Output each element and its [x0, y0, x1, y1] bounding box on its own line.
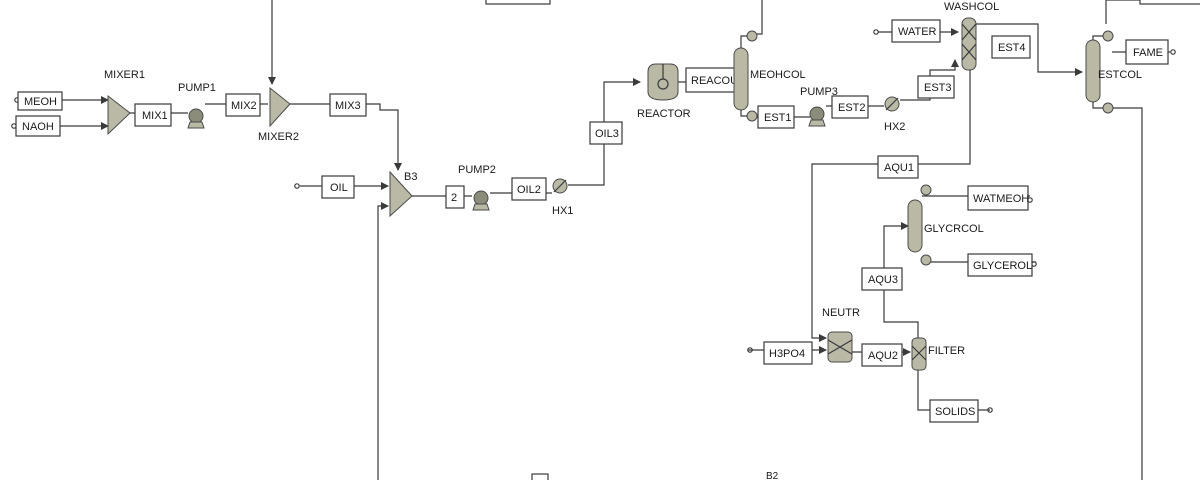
stream-solids-label: SOLIDS: [935, 406, 975, 418]
hx2-label: HX2: [884, 121, 905, 133]
stream-oil2-label: OIL2: [517, 184, 541, 196]
filter-label: FILTER: [928, 345, 965, 357]
glycrcol-label: GLYCRCOL: [924, 223, 984, 235]
stream-naoh-label: NAOH: [22, 121, 54, 133]
stream-watmeoh[interactable]: WATMEOH: [967, 185, 1029, 211]
pump2-label: PUMP2: [458, 164, 496, 176]
stream-watmeoh-label: WATMEOH: [973, 193, 1029, 205]
stream-oil[interactable]: OIL: [321, 175, 355, 199]
stream-est4[interactable]: EST4: [991, 35, 1031, 59]
estcol-column[interactable]: ESTCOL: [1085, 30, 1142, 114]
stream-aqu3-label: AQU3: [868, 274, 898, 286]
stream-mix1-label: MIX1: [142, 110, 168, 122]
washcol-column[interactable]: WASHCOL: [944, 1, 999, 71]
mixer-b3[interactable]: B3: [389, 170, 417, 218]
stream-mix3[interactable]: MIX3: [329, 93, 367, 117]
stream-water-label: WATER: [898, 26, 937, 38]
stream-est4-label: EST4: [998, 42, 1026, 54]
stream-meoh[interactable]: MEOH: [17, 91, 63, 111]
b3-label: B3: [404, 171, 417, 183]
washcol-label: WASHCOL: [944, 1, 999, 13]
mixer1[interactable]: MIXER1: [104, 69, 145, 136]
stream-aqu2[interactable]: AQU2: [861, 343, 903, 367]
mixer2[interactable]: MIXER2: [258, 86, 299, 143]
neutr-label: NEUTR: [822, 307, 860, 319]
stream-terminals: [11, 29, 1176, 413]
meohcol-label: MEOHCOL: [750, 69, 806, 81]
stream-mix2[interactable]: MIX2: [225, 93, 261, 117]
stream-fame[interactable]: FAME: [1125, 39, 1169, 65]
b2-label: B2: [766, 471, 779, 480]
stream-lines: [60, 0, 1200, 480]
stream-aqu1-label: AQU1: [884, 162, 914, 174]
stream-mix2-label: MIX2: [231, 100, 257, 112]
stream-h3po4[interactable]: H3PO4: [763, 341, 813, 365]
stream-oil3[interactable]: OIL3: [589, 121, 623, 145]
pump1[interactable]: PUMP1: [178, 82, 216, 129]
stream-oil-label: OIL: [330, 182, 348, 194]
hx1-label: HX1: [552, 205, 573, 217]
stream-box-partial-top-right[interactable]: [1139, 0, 1200, 5]
stream-box-partial-top[interactable]: [485, 0, 551, 5]
stream-fame-label: FAME: [1133, 47, 1163, 59]
stream-2-label: 2: [451, 192, 457, 204]
stream-glycerol[interactable]: GLYCEROL: [967, 253, 1033, 277]
stream-est3-label: EST3: [924, 82, 952, 94]
stream-h3po4-label: H3PO4: [769, 348, 805, 360]
stream-box-partial-bottom[interactable]: [531, 473, 549, 480]
mixer1-label: MIXER1: [104, 69, 145, 81]
meohcol-column[interactable]: MEOHCOL: [733, 30, 806, 122]
stream-naoh[interactable]: NAOH: [15, 115, 61, 137]
stream-mix3-label: MIX3: [335, 100, 361, 112]
reactor[interactable]: REACTOR: [637, 63, 691, 120]
heat-exchanger-hx1[interactable]: HX1: [552, 178, 573, 217]
pump2[interactable]: PUMP2: [458, 164, 496, 211]
pump3[interactable]: PUMP3: [800, 86, 838, 127]
stream-oil3-label: OIL3: [595, 128, 619, 140]
block-b2[interactable]: B2: [766, 471, 779, 480]
stream-est2-label: EST2: [838, 102, 866, 114]
pump3-label: PUMP3: [800, 86, 838, 98]
estcol-label: ESTCOL: [1098, 69, 1142, 81]
mixer2-label: MIXER2: [258, 131, 299, 143]
stream-glycerol-label: GLYCEROL: [973, 260, 1032, 272]
pump1-label: PUMP1: [178, 82, 216, 94]
stream-2[interactable]: 2: [445, 185, 465, 209]
stream-est2[interactable]: EST2: [831, 95, 869, 119]
stream-solids[interactable]: SOLIDS: [929, 399, 979, 423]
stream-water[interactable]: WATER: [891, 19, 941, 43]
stream-reacout-label: REACOUT: [691, 75, 745, 87]
stream-meoh-label: MEOH: [24, 96, 57, 108]
stream-aqu1[interactable]: AQU1: [877, 155, 919, 179]
glycrcol-column[interactable]: GLYCRCOL: [907, 184, 984, 266]
heat-exchanger-hx2[interactable]: HX2: [884, 96, 905, 133]
stream-mix1[interactable]: MIX1: [134, 103, 172, 127]
stream-oil2[interactable]: OIL2: [511, 177, 547, 201]
stream-aqu3[interactable]: AQU3: [861, 267, 903, 291]
stream-est1[interactable]: EST1: [757, 105, 795, 129]
stream-est1-label: EST1: [764, 112, 792, 124]
stream-aqu2-label: AQU2: [868, 350, 898, 362]
neutralizer-neutr[interactable]: NEUTR: [822, 307, 860, 363]
filter[interactable]: FILTER: [911, 337, 965, 371]
reactor-label: REACTOR: [637, 108, 691, 120]
stream-est3[interactable]: EST3: [917, 75, 955, 99]
